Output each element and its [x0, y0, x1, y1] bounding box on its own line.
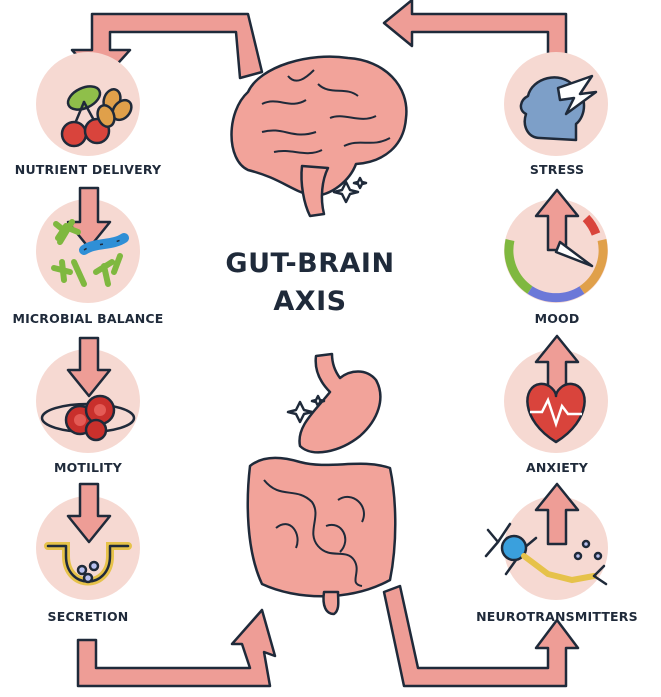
label-stress: STRESS	[529, 162, 585, 177]
label-nutrient-delivery: NUTRIENT DELIVERY	[14, 162, 162, 177]
loop-arrow-bottom-left	[76, 608, 277, 688]
circle-neurotransmitters	[504, 496, 608, 600]
label-neurotransmitters: NEUROTRANSMITTERS	[476, 609, 638, 624]
neuron-icon	[484, 522, 608, 586]
label-microbial-balance: MICROBIAL BALANCE	[12, 311, 164, 326]
digestive-system-icon	[246, 352, 397, 616]
gland-icon	[44, 542, 132, 586]
arrow-up-1	[534, 188, 580, 252]
loop-arrow-top-right	[382, 0, 568, 62]
loop-arrow-bottom-right	[382, 584, 580, 688]
fruit-icon	[60, 85, 133, 148]
circle-secretion	[36, 496, 140, 600]
brain-icon	[230, 55, 408, 218]
label-motility: MOTILITY	[53, 460, 123, 475]
label-secretion: SECRETION	[47, 609, 129, 624]
mood-gauge-icon	[504, 214, 608, 303]
label-anxiety: ANXIETY	[526, 460, 588, 475]
title-line-2: AXIS	[273, 286, 347, 317]
arrow-up-3	[534, 482, 580, 546]
bacteria-icon	[51, 219, 129, 287]
label-mood: MOOD	[534, 311, 580, 326]
stressed-head-icon	[519, 74, 598, 142]
arrow-down-2	[66, 336, 112, 398]
title-line-1: GUT-BRAIN	[225, 248, 395, 279]
heartbeat-icon	[526, 382, 586, 444]
blood-cells-icon	[40, 394, 136, 442]
arrow-down-3	[66, 482, 112, 544]
